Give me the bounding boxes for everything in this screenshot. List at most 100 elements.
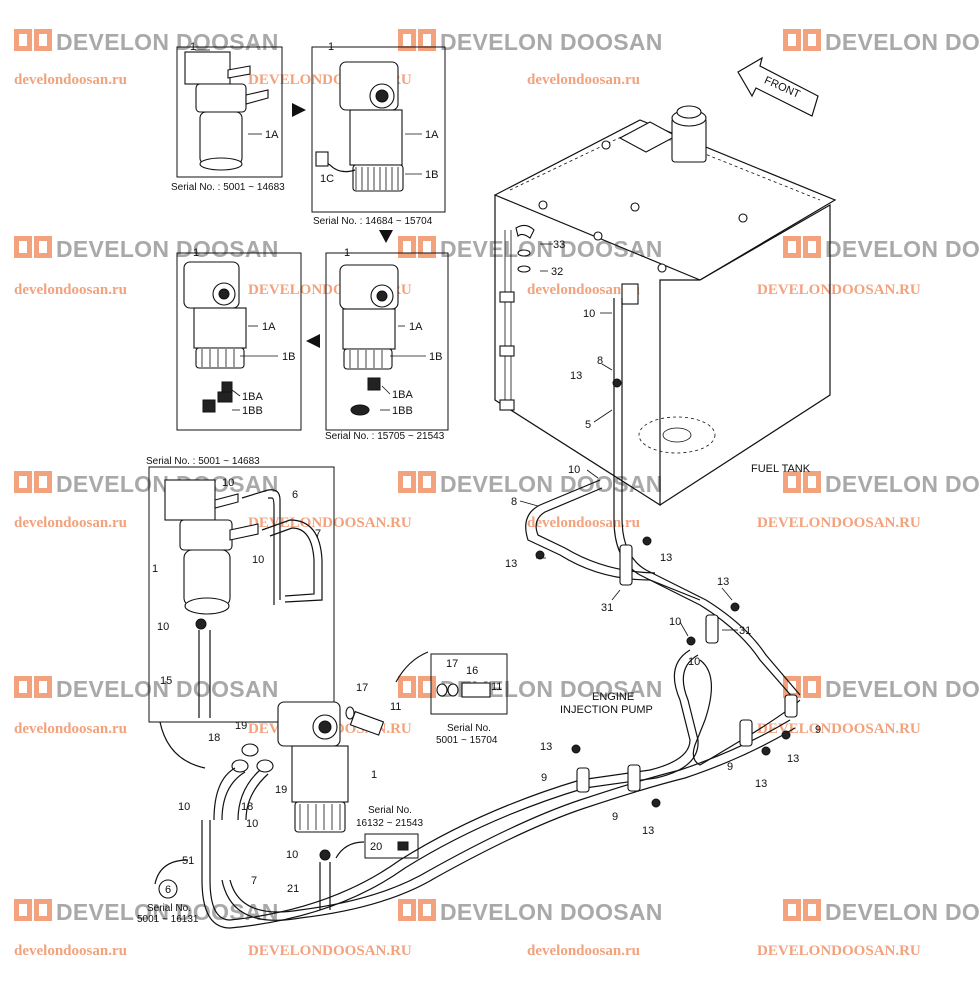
serial-label: 5001 ~ 15704 [436,735,498,746]
callout-13: 13 [717,576,729,588]
callout-1a: 1A [425,129,439,141]
watermark-row-3: DEVELON DOOSAN DEVELON DOOSAN DEVELON DO… [14,471,980,531]
callout-10: 10 [669,616,681,628]
callout-serial-6: Serial No. 5001 ~ 16131 [137,859,199,925]
callout-13: 13 [755,778,767,790]
brand-logo-icon [14,29,52,51]
watermark-brand: DEVELON DOOSAN [440,471,663,497]
callout-13: 13 [570,370,582,382]
watermark-url: develondoosan.ru [527,515,640,531]
callout-8: 8 [597,355,603,367]
clamps [535,378,798,808]
brand-logo-icon [14,899,52,921]
callout-18: 18 [241,801,253,813]
callout-20: 20 [370,841,382,853]
callout-1: 1 [328,41,334,53]
callout-19: 19 [235,720,247,732]
callout-1: 1 [344,247,350,259]
watermark-brand: DEVELON DOOSAN [825,29,980,55]
watermark-url: DEVELONDOOSAN.RU [757,721,921,737]
engine-label: ENGINE [592,691,634,703]
callout-9: 9 [541,772,547,784]
serial-label: Serial No. : 5001 ~ 14683 [146,456,260,467]
brand-logo-icon [398,676,436,698]
watermark-brand: DEVELON DOOSAN [825,676,980,702]
watermark-brand: DEVELON DOOSAN [56,236,279,262]
callout-7: 7 [315,528,321,540]
callout-labels: 1 1A 1 1A 1B 1C 1 1A 1B 1BA 1BB 1 1A 1B … [152,41,821,896]
watermark-url: develondoosan.ru [14,282,127,298]
brand-logo-icon [398,471,436,493]
brand-logo-icon [398,899,436,921]
serial-label: Serial No. : 14684 ~ 15704 [313,216,433,227]
front-arrow: FRONT [737,56,819,117]
callout-11: 11 [491,681,502,693]
callout-1: 1 [190,41,196,53]
callout-1: 1 [193,247,199,259]
leaders [195,46,738,637]
watermark-url: DEVELONDOOSAN.RU [757,282,921,298]
callout-10: 10 [286,849,298,861]
watermark-brand: DEVELON DOOSAN [440,899,663,925]
callout-1a: 1A [265,129,279,141]
callout-13: 13 [660,552,672,564]
callout-17: 17 [356,682,368,694]
callout-1bb: 1BB [392,405,413,417]
watermark-brand: DEVELON DOOSAN [56,676,279,702]
callout-13: 13 [642,825,654,837]
watermark-url: develondoosan.ru [527,943,640,959]
callout-1bb: 1BB [242,405,263,417]
callout-6: 6 [292,489,298,501]
callout-9: 9 [727,761,733,773]
callout-9: 9 [815,724,821,736]
brand-logo-icon [14,471,52,493]
watermark-url: DEVELONDOOSAN.RU [248,943,412,959]
watermark-row-2: DEVELON DOOSAN DEVELON DOOSAN DEVELON DO… [14,236,980,298]
brand-logo-icon [14,236,52,258]
watermark-url: develondoosan.ru [14,515,127,531]
watermark-brand: DEVELON DOOSAN [825,899,980,925]
callout-10: 10 [568,464,580,476]
watermark-url: develondoosan.ru [527,72,640,88]
callout-1a: 1A [409,321,423,333]
brand-logo-icon [783,236,821,258]
inset-filter-5001-14683: Serial No. : 5001 ~ 14683 [171,46,285,193]
callout-33: 33 [553,239,565,251]
callout-1: 1 [152,563,158,575]
watermark-url: develondoosan.ru [14,943,127,959]
fuel-tank: FUEL TANK [493,105,837,507]
inset-part-20: Serial No. 16132 ~ 21543 [356,805,423,859]
watermark-url: develondoosan.ru [527,282,640,298]
inset-filter-14684-15704: Serial No. : 14684 ~ 15704 [311,46,446,227]
callout-1c: 1C [320,173,334,185]
inset-old-filter-hoses: Serial No. : 5001 ~ 14683 [146,456,335,723]
watermark-url: DEVELONDOOSAN.RU [248,515,412,531]
serial-label: 5001 ~ 16131 [137,914,199,925]
watermark-url: develondoosan.ru [14,721,127,737]
watermark-brand: DEVELON DOOSAN [440,29,663,55]
serial-label: Serial No. [447,723,491,734]
brand-logo-icon [783,899,821,921]
callout-9: 9 [612,811,618,823]
callout-10: 10 [178,801,190,813]
watermark-url: DEVELONDOOSAN.RU [757,515,921,531]
callout-10: 10 [688,656,700,668]
callout-51: 51 [182,855,194,867]
callout-19: 19 [275,784,287,796]
callout-16: 16 [466,665,478,677]
brand-logo-icon [398,29,436,51]
watermark-brand: DEVELON DOOSAN [56,29,279,55]
arrow-right-icon [292,103,306,117]
serial-label: Serial No. : 5001 ~ 14683 [171,182,285,193]
brand-logo-icon [783,29,821,51]
inset-filter-variant [176,252,302,431]
callout-1ba: 1BA [392,389,413,401]
watermark-row-4: DEVELON DOOSAN DEVELON DOOSAN DEVELON DO… [14,676,980,737]
callout-32: 32 [551,266,563,278]
callout-1b: 1B [282,351,295,363]
brand-logo-icon [14,676,52,698]
arrow-down-icon [379,230,393,243]
callout-31: 31 [739,625,751,637]
